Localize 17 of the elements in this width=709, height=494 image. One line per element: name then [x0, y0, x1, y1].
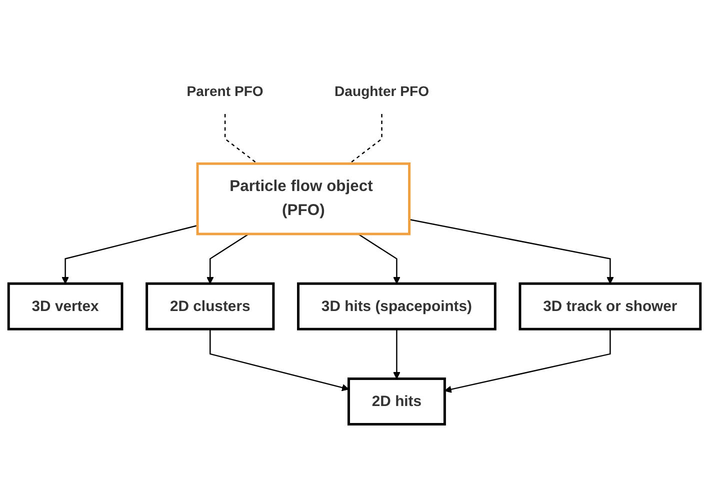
node-box: 2D clusters [146, 282, 275, 330]
node-box: 3D hits (spacepoints) [297, 282, 496, 330]
arrow [409, 218, 614, 284]
node-box: 3D track or shower [518, 282, 702, 330]
node-box: Particle flow object (PFO) [196, 162, 411, 236]
node-box: 2D hits [348, 378, 446, 426]
node-box: 3D vertex [7, 282, 124, 330]
arrow [393, 329, 400, 380]
arrow [358, 233, 400, 284]
arrow [206, 233, 250, 284]
connector [348, 114, 382, 164]
node-text: Parent PFO [186, 84, 264, 100]
connector [224, 114, 258, 164]
arrow [210, 329, 350, 392]
arrow [62, 224, 198, 284]
arrow [444, 329, 611, 393]
node-text: Daughter PFO [334, 84, 430, 100]
